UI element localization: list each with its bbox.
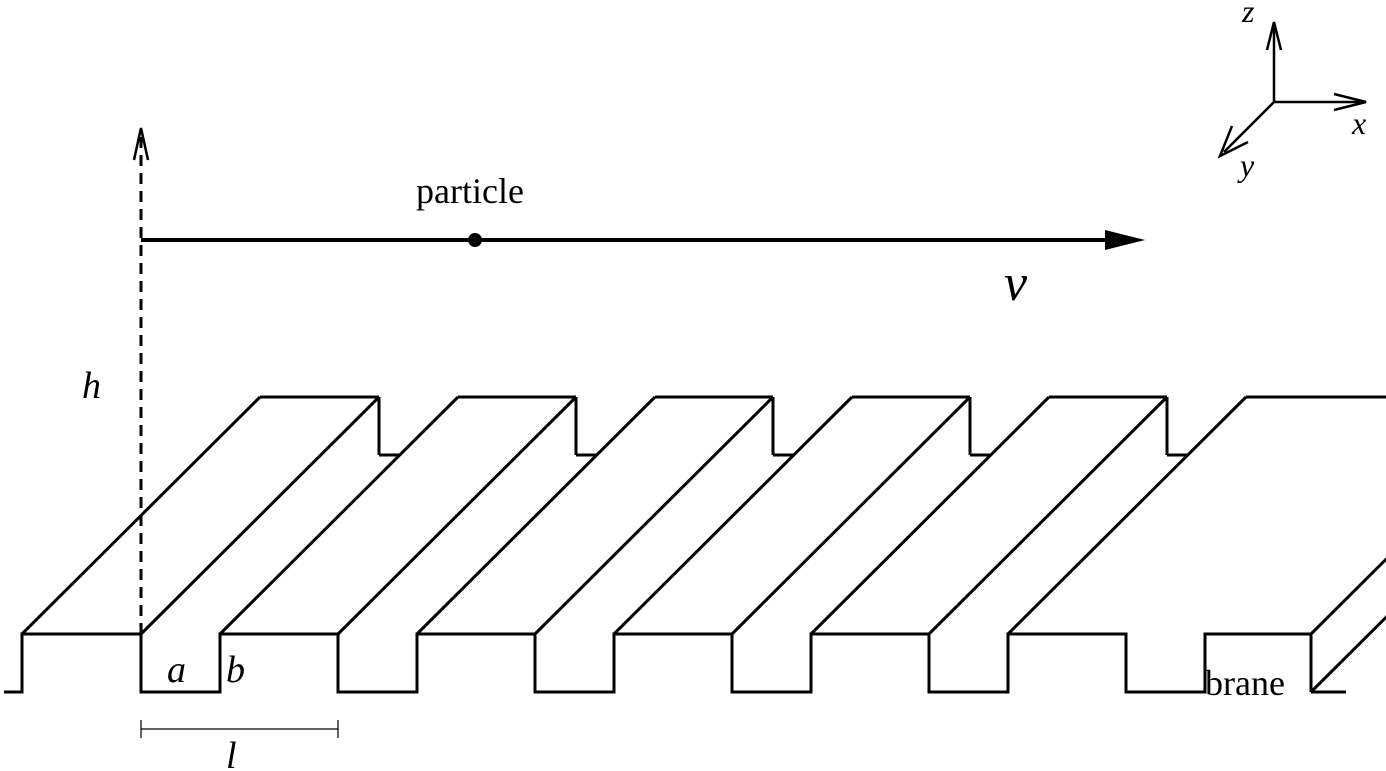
ridge-right-edge: [927, 395, 1169, 636]
y-axis-line: [1223, 101, 1275, 153]
ridge-right-edge: [1309, 557, 1386, 636]
z-axis-label: z: [1241, 0, 1255, 29]
period-dimension: [140, 720, 339, 738]
period-label: l: [226, 735, 237, 771]
height-axis: [132, 127, 150, 634]
ridge-left-edge: [612, 395, 854, 636]
height-label: h: [82, 365, 101, 407]
last-ridge-side-edge: [1309, 615, 1386, 694]
z-axis-arrow: [1265, 21, 1283, 51]
ridge-left-edge: [415, 395, 657, 636]
velocity-arrow-head: [1105, 230, 1145, 250]
y-axis-arrow: [1217, 125, 1249, 159]
x-axis-label: x: [1351, 105, 1366, 141]
ridge-right-edge: [533, 395, 775, 636]
width-b-label: b: [226, 649, 245, 691]
coordinate-axes: [1217, 21, 1367, 159]
ridge-left-edge: [1006, 395, 1248, 636]
particle-trajectory: [141, 230, 1145, 250]
corrugated-brane: [4, 395, 1386, 694]
ridge-left-edge: [809, 395, 1051, 636]
ridge-left-edge: [218, 395, 460, 636]
height-arrow-head: [132, 127, 150, 161]
ridge-right-edge: [139, 395, 381, 636]
particle-label: particle: [416, 171, 524, 211]
brane-front-profile: [4, 632, 1311, 694]
x-axis-arrow: [1333, 92, 1367, 112]
particle-dot: [468, 233, 482, 247]
width-a-label: a: [167, 649, 186, 691]
velocity-label: v: [1004, 255, 1028, 312]
ridge-right-edge: [336, 395, 578, 636]
y-axis-label: y: [1237, 147, 1255, 183]
brane-label: brane: [1205, 663, 1285, 703]
ridge-right-edge: [730, 395, 972, 636]
